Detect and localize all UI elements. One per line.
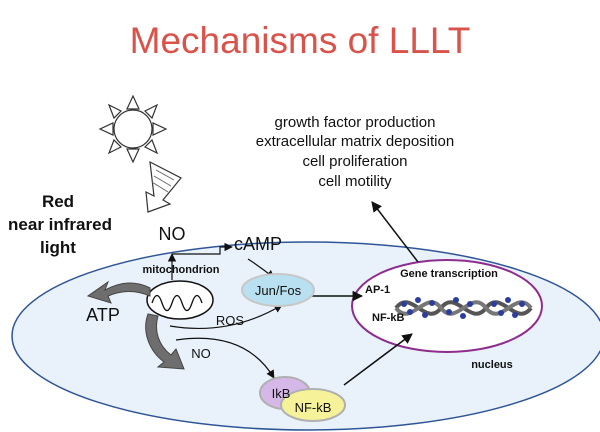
camp-label: cAMP [234, 234, 282, 254]
mitochondrion-icon [146, 280, 214, 320]
outcome-growth-factor: growth factor production [275, 114, 436, 131]
atp-arrow [86, 280, 151, 304]
light-label-red: Red [42, 192, 74, 211]
page-title: Mechanisms of LLLT [130, 20, 471, 61]
mitochondrion-label: mitochondrion [143, 264, 220, 276]
no-release-arrow [145, 313, 185, 370]
arrow-ros [169, 304, 283, 330]
nfkb-label: NF-kB [295, 400, 332, 415]
light-label-near-infrared: near infrared [8, 215, 112, 234]
light-beam-arrow-icon [145, 160, 182, 213]
atp-label: ATP [86, 305, 120, 325]
dna-double-helix-icon [394, 297, 533, 319]
nfkb-nucleus-label: NF-kB [372, 312, 404, 324]
light-label-light: light [40, 238, 76, 257]
ap1-label: AP-1 [365, 284, 390, 296]
sun-icon [98, 94, 168, 164]
outcome-cell-proliferation: cell proliferation [302, 153, 407, 170]
jun-fos-label: Jun/Fos [255, 283, 302, 298]
nucleus-envelope [351, 259, 543, 353]
gene-transcription-label: Gene transcription [400, 268, 498, 280]
outcome-cell-motility: cell motility [318, 173, 392, 190]
nfkb-bubble [280, 388, 346, 422]
ikb-label: IkB [272, 386, 291, 401]
arrow-nfkb-to-nucleus [343, 333, 413, 386]
outcome-ecm-deposition: extracellular matrix deposition [256, 133, 454, 150]
jun-fos-bubble [241, 273, 315, 307]
no-bottom-label: NO [191, 346, 211, 361]
ros-label: ROS [216, 313, 245, 328]
no-top-label: NO [159, 224, 186, 244]
arrow-no-to-ikb [175, 337, 275, 379]
nucleus-label: nucleus [471, 359, 513, 371]
arrow-mito-to-camp [172, 242, 233, 255]
arrow-nucleus-to-outcomes [371, 201, 419, 263]
